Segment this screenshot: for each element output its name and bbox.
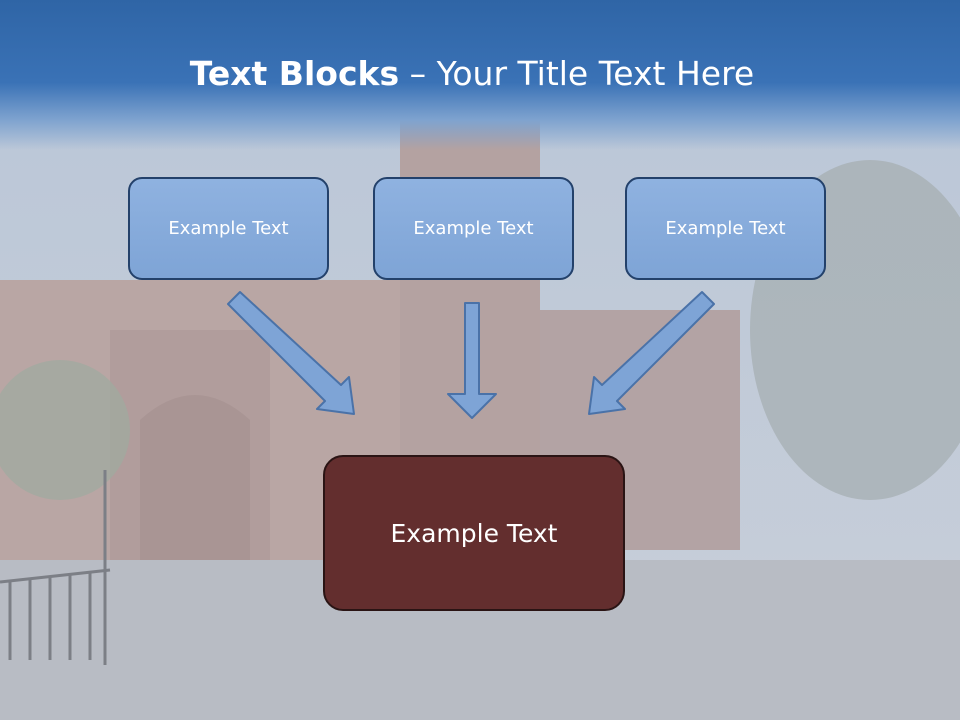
text-block-1: Example Text xyxy=(128,177,329,280)
title-band xyxy=(0,0,960,150)
text-block-2: Example Text xyxy=(373,177,574,280)
title-bold-part: Text Blocks xyxy=(189,54,400,93)
slide-title: Text Blocks – Your Title Text Here xyxy=(0,52,944,96)
text-block-3: Example Text xyxy=(625,177,826,280)
arrow-center xyxy=(447,302,497,419)
arrow-right xyxy=(588,291,715,415)
center-text-block: Example Text xyxy=(323,455,625,611)
title-rest: Your Title Text Here xyxy=(436,54,755,93)
arrow-left xyxy=(227,291,355,415)
title-dash: – xyxy=(399,54,437,93)
